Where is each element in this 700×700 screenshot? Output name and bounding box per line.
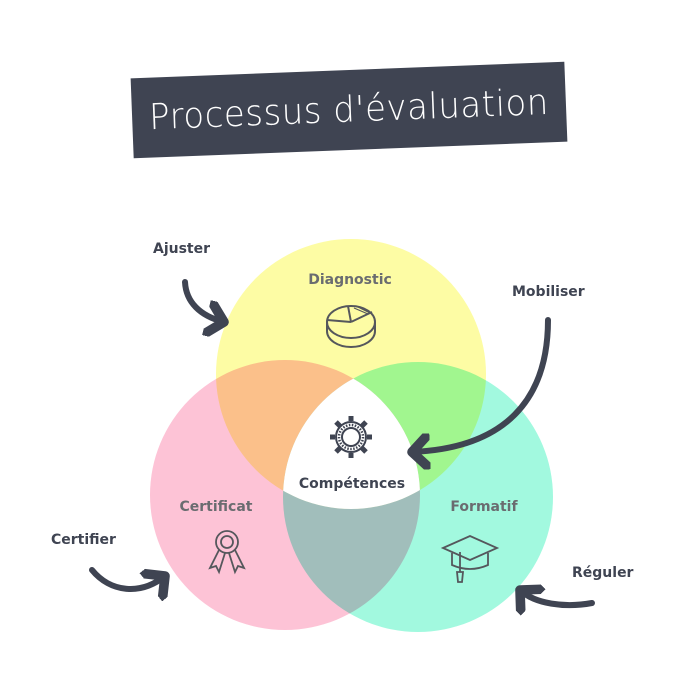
pie-chart-icon	[326, 305, 376, 348]
gear-icon	[330, 416, 372, 458]
arrow-certifier	[89, 567, 165, 589]
award-ribbon-icon	[208, 530, 246, 575]
action-reguler: Réguler	[572, 565, 634, 581]
arrow-reguler	[520, 590, 595, 605]
action-mobiliser: Mobiliser	[512, 284, 585, 300]
arrow-ajuster	[182, 279, 224, 322]
center-label: Compétences	[298, 476, 406, 492]
action-certifier: Certifier	[51, 532, 116, 548]
circle-label-diagnostic: Diagnostic	[308, 272, 392, 288]
graduation-cap-icon	[440, 535, 500, 583]
circle-label-certificat: Certificat	[179, 499, 253, 515]
action-ajuster: Ajuster	[153, 241, 211, 257]
arrow-mobiliser	[412, 317, 551, 452]
circle-label-formatif: Formatif	[450, 499, 518, 515]
